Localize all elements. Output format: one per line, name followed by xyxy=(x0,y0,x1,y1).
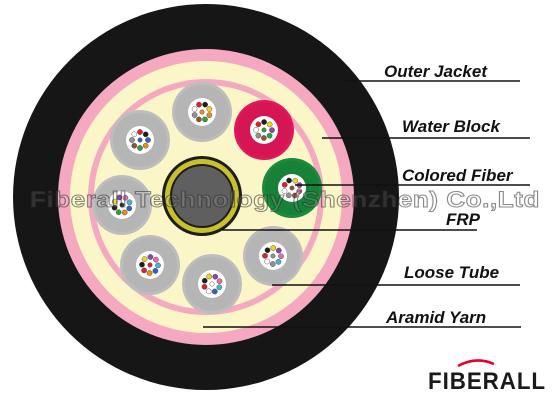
watermark: Fiberall Technology (Shenzhen) Co.,Ltd xyxy=(30,187,540,212)
colored-fiber xyxy=(147,254,154,260)
colored-fiber xyxy=(206,273,212,280)
loose-tube xyxy=(243,226,303,286)
colored-fiber xyxy=(206,106,213,112)
colored-fiber xyxy=(191,106,198,112)
loose-tube xyxy=(234,100,294,160)
colored-fiber xyxy=(289,185,295,191)
colored-fiber xyxy=(270,253,276,259)
colored-fiber xyxy=(216,284,223,291)
colored-fiber xyxy=(281,181,288,188)
colored-fiber xyxy=(201,283,208,290)
colored-fiber xyxy=(286,177,292,184)
logo-text: FIBERALL xyxy=(428,368,546,395)
colored-fiber xyxy=(261,127,267,133)
fiberall-logo: FIBERALL xyxy=(428,359,546,395)
colored-fiber xyxy=(269,261,276,267)
colored-fiber xyxy=(278,253,284,260)
loose-tube xyxy=(262,158,322,218)
colored-fiber xyxy=(112,198,118,205)
colored-fiber xyxy=(253,127,259,133)
colored-fiber xyxy=(153,256,159,263)
colored-fiber xyxy=(141,267,147,274)
loose-tube xyxy=(172,82,232,142)
colored-fiber xyxy=(142,142,149,149)
colored-fiber xyxy=(275,258,282,265)
colored-fiber xyxy=(142,131,149,138)
colored-fiber xyxy=(146,270,153,276)
loose-tube xyxy=(110,110,170,170)
colored-fiber xyxy=(137,145,143,151)
colored-fiber xyxy=(262,252,268,259)
colored-fiber xyxy=(285,192,292,199)
colored-fiber xyxy=(119,202,125,208)
colored-fiber xyxy=(196,116,202,123)
colored-fiber xyxy=(111,204,118,211)
label-colored-fiber: Colored Fiber xyxy=(402,166,514,185)
colored-fiber xyxy=(270,245,277,251)
loose-tube xyxy=(182,254,242,314)
colored-fiber xyxy=(191,112,198,118)
colored-fiber xyxy=(131,131,138,138)
colored-fiber xyxy=(211,288,218,295)
colored-fiber xyxy=(292,192,298,199)
colored-fiber xyxy=(255,132,262,139)
colored-fiber xyxy=(266,132,273,139)
label-aramid-yarn: Aramid Yarn xyxy=(385,308,486,327)
colored-fiber xyxy=(145,137,151,143)
colored-fiber xyxy=(266,121,273,128)
colored-fiber xyxy=(155,262,161,269)
colored-fiber xyxy=(116,194,123,201)
colored-fiber xyxy=(275,247,282,254)
colored-fiber xyxy=(281,188,288,194)
colored-fiber xyxy=(147,262,153,268)
loose-tube xyxy=(92,175,152,235)
colored-fiber xyxy=(202,101,208,108)
loose-tubes-group xyxy=(92,82,322,314)
colored-fiber xyxy=(199,109,205,115)
colored-fiber xyxy=(137,137,143,143)
colored-fiber xyxy=(121,209,128,216)
colored-fiber xyxy=(296,188,303,194)
colored-fiber xyxy=(209,281,215,287)
colored-fiber xyxy=(152,268,159,274)
colored-fiber xyxy=(264,258,271,265)
label-loose-tube: Loose Tube xyxy=(404,263,499,282)
colored-fiber xyxy=(196,101,202,108)
colored-fiber xyxy=(255,121,262,128)
colored-fiber xyxy=(206,112,213,118)
leader-lines xyxy=(203,80,530,328)
colored-fiber xyxy=(139,261,145,268)
colored-fiber xyxy=(126,205,132,212)
colored-fiber xyxy=(292,177,299,184)
colored-fiber xyxy=(212,273,219,280)
colored-fiber xyxy=(137,129,143,135)
colored-fiber xyxy=(261,119,267,125)
logo-swoosh-icon xyxy=(457,359,495,368)
label-water-block: Water Block xyxy=(402,117,501,136)
loose-tube xyxy=(120,235,180,295)
colored-fiber xyxy=(202,116,208,123)
colored-fiber xyxy=(201,277,208,284)
colored-fiber xyxy=(126,199,133,206)
colored-fiber xyxy=(115,209,122,215)
colored-fiber xyxy=(205,288,212,295)
colored-fiber xyxy=(264,247,271,253)
label-outer-jacket: Outer Jacket xyxy=(384,62,488,81)
label-frp: FRP xyxy=(446,210,481,229)
colored-fiber xyxy=(131,142,138,149)
colored-fiber xyxy=(122,194,129,201)
colored-fiber xyxy=(216,278,223,285)
colored-fiber xyxy=(261,135,267,141)
colored-fiber xyxy=(129,137,135,143)
colored-fiber xyxy=(269,127,275,133)
colored-fiber xyxy=(141,256,148,262)
frp-core xyxy=(172,166,232,226)
